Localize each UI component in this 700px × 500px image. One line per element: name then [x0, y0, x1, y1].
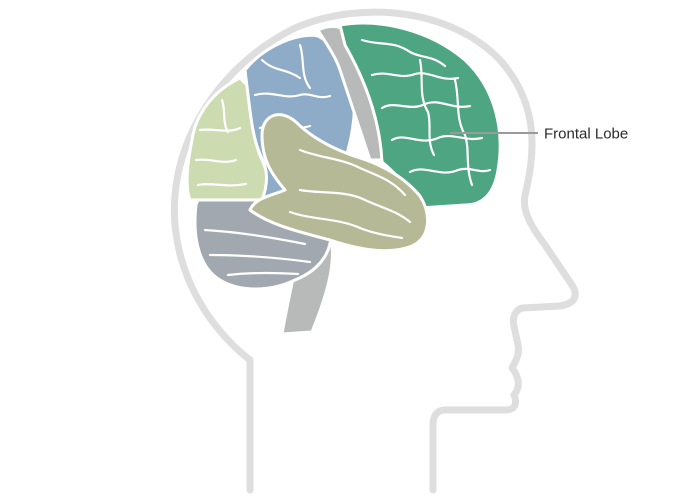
parietal-fold-2: [253, 92, 332, 99]
frontal-fold-6: [418, 58, 436, 157]
frontal-fold-4: [390, 134, 484, 142]
temporal-fold-2: [298, 188, 412, 224]
temporal-lobe: [248, 113, 430, 253]
temporal-fold-1: [298, 148, 407, 197]
occipital-fold-1: [198, 126, 242, 132]
occipital-fold-3: [196, 182, 248, 187]
temporal-fold-3: [288, 210, 404, 240]
frontal-lobe-label: Frontal Lobe: [544, 126, 628, 143]
occipital-fold-4: [220, 98, 230, 134]
parietal-fold-5: [298, 43, 312, 90]
frontal-fold-2: [370, 72, 460, 80]
frontal-lobe: [338, 21, 502, 210]
frontal-fold-5: [408, 167, 492, 174]
frontal-fold-7: [453, 78, 474, 187]
cerebellum-fold-2: [208, 253, 312, 264]
cerebellum-fold-1: [203, 228, 307, 246]
frontal-fold-1: [360, 38, 447, 68]
cerebellum-fold-3: [226, 271, 300, 277]
parietal-fold-1: [260, 58, 302, 80]
occipital-fold-2: [194, 158, 238, 163]
